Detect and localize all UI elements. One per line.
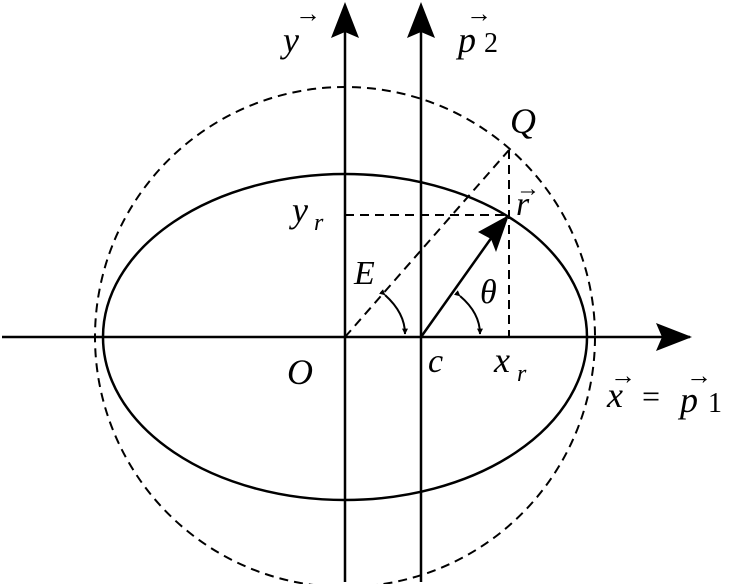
equals-sign: = (642, 378, 660, 414)
label-y-axis: → y (280, 0, 321, 60)
r-vec-arrow: → (516, 176, 540, 202)
xr-subscript: r (517, 361, 527, 387)
y-axis-letter: y (280, 20, 299, 60)
p2-vec-arrow: → (466, 0, 492, 28)
p1-letter: p (677, 380, 698, 420)
label-r: → r (516, 176, 540, 223)
r-letter: r (516, 186, 530, 223)
eccentric-anomaly-line (344, 149, 510, 338)
p2-letter: p (455, 20, 476, 60)
p2-subscript: 2 (484, 28, 498, 59)
yr-subscript: r (314, 210, 324, 236)
p1-vec-arrow: → (686, 361, 712, 390)
y-axis-vec-arrow: → (295, 0, 321, 28)
xr-letter: x (493, 340, 510, 380)
label-x-axis: → x = → p 1 (606, 361, 722, 420)
label-E: E (353, 255, 375, 292)
p2-axis-arrowhead (407, 2, 435, 38)
label-theta: θ (480, 274, 497, 311)
position-vector-r (419, 236, 494, 338)
y-axis-arrowhead (331, 2, 359, 38)
label-yr: y r (289, 190, 324, 236)
p1-subscript: 1 (708, 388, 722, 419)
x-vec-arrow: → (610, 361, 636, 390)
label-xr: x r (493, 340, 527, 387)
label-Q: Q (510, 101, 536, 141)
x-letter: x (606, 375, 623, 415)
label-c: c (428, 343, 443, 380)
yr-letter: y (289, 190, 308, 230)
label-p2-axis: → p 2 (455, 0, 498, 60)
label-O: O (287, 352, 313, 392)
x-axis-arrowhead (656, 323, 692, 351)
angle-E-arc (378, 289, 408, 335)
angle-theta-arc (453, 290, 483, 335)
position-vector-arrowhead (478, 215, 509, 252)
